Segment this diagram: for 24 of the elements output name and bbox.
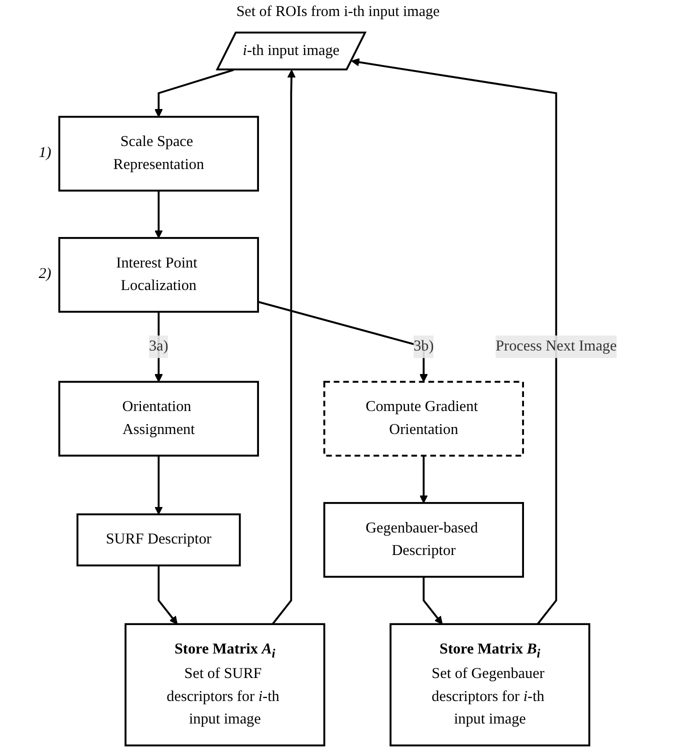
arrow xyxy=(158,565,178,624)
node-box: Orientation Assignment xyxy=(58,380,259,457)
arrow xyxy=(154,312,163,382)
node-box: Compute Gradient Orientation xyxy=(323,380,524,457)
arrow xyxy=(154,190,163,238)
arrow xyxy=(258,300,428,382)
node-box: SURF Descriptor xyxy=(76,513,241,566)
edge-label: Process Next Image xyxy=(496,338,617,354)
node-box: Store Matrix B$_{i}$ Set of Gegenbauer descriptors for i-th input image xyxy=(390,623,590,746)
arrow xyxy=(154,69,234,118)
step-number: 1) xyxy=(38,145,52,162)
node-box: Interest Point Localization xyxy=(58,237,259,313)
edge-label: 3b) xyxy=(414,338,434,354)
node-box: Store Matrix A$_{i}$ Set of SURF descriptors for i-th input image xyxy=(124,623,326,746)
arrow xyxy=(154,456,163,515)
arrow xyxy=(351,58,558,625)
note-text: Set of ROIs from i-th input image xyxy=(236,4,440,21)
node-box: Gegenbauer-based Descriptor xyxy=(323,502,524,578)
arrow xyxy=(272,70,296,625)
step-number: 2) xyxy=(38,266,52,284)
arrow xyxy=(422,576,443,624)
edge-label: 3a) xyxy=(148,338,168,354)
arrow xyxy=(420,456,428,504)
node-box: Scale Space Representation xyxy=(58,116,259,192)
